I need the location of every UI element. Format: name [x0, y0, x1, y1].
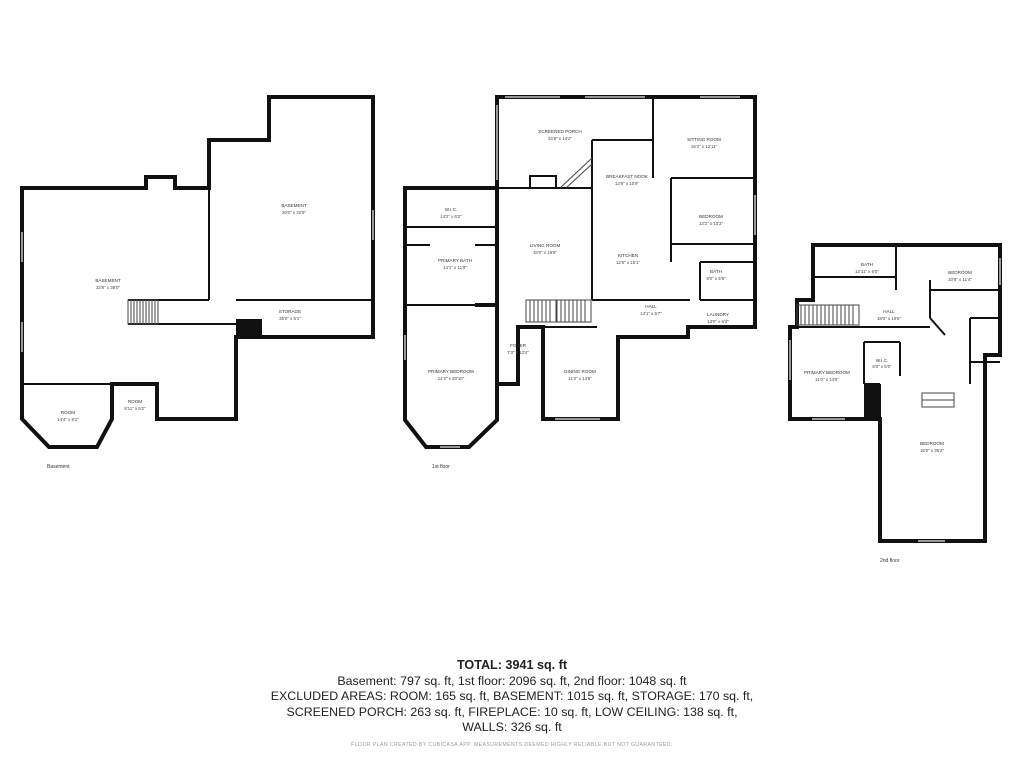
room-breakfast-nook: BREAKFAST NOOK [606, 174, 649, 179]
room-foyer-dim: 7'3" x 13'4" [507, 350, 529, 355]
room-primary-bath-dim: 14'1" x 11'9" [443, 265, 467, 270]
floor-areas: Basement: 797 sq. ft, 1st floor: 2096 sq… [337, 673, 687, 688]
room-bath-first-dim: 9'0" x 5'9" [706, 276, 726, 281]
first-floor-plan: SCREENED PORCH 24'8" x 14'2" SITTING ROO… [403, 95, 757, 470]
room-room-bay: ROOM [61, 410, 75, 415]
room-hall-first: HALL [645, 304, 657, 309]
room-wic-first: W.I.C. [445, 207, 458, 212]
floor-plan: BASEMENT 33'8" x 38'0" BASEMENT 26'0" x … [20, 95, 1002, 564]
room-hall-second: HALL [883, 309, 895, 314]
excluded-areas-line-2: SCREENED PORCH: 263 sq. ft, FIREPLACE: 1… [286, 704, 738, 719]
room-sitting-room-dim: 16'2" x 12'11" [691, 144, 718, 149]
excluded-areas-line-1: EXCLUDED AREAS: ROOM: 165 sq. ft, BASEME… [270, 689, 754, 703]
room-bath-second: BATH [861, 262, 873, 267]
room-bedroom-first-dim: 13'2" x 13'3" [699, 221, 724, 226]
room-room-small-dim: 6'11" x 5'2" [124, 406, 146, 411]
room-dining-room: DINING ROOM [564, 369, 596, 374]
room-bedroom-second-b: BEDROOM [920, 441, 944, 446]
room-basement-right-dim: 26'0" x 32'9" [282, 210, 307, 215]
disclaimer: FLOOR PLAN CREATED BY CUBICASA APP. MEAS… [351, 742, 673, 748]
excluded-areas-line-3: WALLS: 326 sq. ft [462, 720, 562, 734]
room-laundry-dim: 13'0" x 6'3" [707, 319, 729, 324]
second-floor-stairs [796, 304, 860, 326]
room-primary-bedroom-first: PRIMARY BEDROOM [428, 369, 474, 374]
room-basement-large: BASEMENT [95, 278, 120, 283]
room-living-room: LIVING ROOM [530, 243, 561, 248]
room-living-room-dim: 16'0" x 19'9" [533, 250, 558, 255]
first-floor-stairs [525, 157, 593, 323]
basement-stairs [127, 299, 159, 325]
room-sitting-room: SITTING ROOM [687, 137, 721, 142]
room-hall-second-dim: 18'0" x 10'6" [877, 316, 902, 321]
area-summary: TOTAL: 3941 sq. ft Basement: 797 sq. ft,… [0, 658, 1024, 736]
room-room-bay-dim: 14'4" x 9'1" [57, 417, 79, 422]
room-bath-second-dim: 12'11" x 6'0" [855, 269, 879, 274]
room-bedroom-second-a: BEDROOM [948, 270, 972, 275]
room-basement-right: BASEMENT [281, 203, 306, 208]
room-bedroom-first: BEDROOM [699, 214, 723, 219]
room-wic-second-dim: 6'0" x 6'0" [872, 364, 892, 369]
room-kitchen: KITCHEN [618, 253, 638, 258]
room-room-small: ROOM [128, 399, 142, 404]
room-bedroom-second-a-dim: 10'8" x 11'4" [948, 277, 972, 282]
room-primary-bedroom-first-dim: 14'2" x 20'10" [438, 376, 465, 381]
floor-label-first: 1st floor [432, 464, 450, 470]
room-kitchen-dim: 12'6" x 15'1" [616, 260, 641, 265]
room-primary-bedroom-second-dim: 11'0" x 14'5" [815, 377, 839, 382]
floor-label-basement: Basement [47, 464, 70, 470]
room-primary-bedroom-second: PRIMARY BEDROOM [804, 370, 850, 375]
basement-plan: BASEMENT 33'8" x 38'0" BASEMENT 26'0" x … [20, 95, 375, 470]
room-basement-large-dim: 33'8" x 38'0" [96, 285, 121, 290]
floor-label-second: 2nd floor [880, 558, 900, 564]
room-bath-first: BATH [710, 269, 722, 274]
room-dining-room-dim: 11'3" x 14'6" [568, 376, 592, 381]
total-area: TOTAL: 3941 sq. ft [456, 658, 568, 672]
room-wic-first-dim: 14'2" x 6'2" [440, 214, 462, 219]
room-breakfast-nook-dim: 12'9" x 10'9" [615, 181, 640, 186]
room-primary-bath: PRIMARY BATH [438, 258, 472, 263]
room-screened-porch: SCREENED PORCH [538, 129, 581, 134]
room-storage: STORAGE [279, 309, 301, 314]
basement-fireplace [236, 319, 262, 337]
room-storage-dim: 35'0" x 5'1" [279, 316, 301, 321]
room-hall-first-dim: 14'1" x 5'7" [640, 311, 662, 316]
room-laundry: LAUNDRY [707, 312, 729, 317]
second-floor-plan: BATH 12'11" x 6'0" BEDROOM 10'8" x 11'4"… [788, 243, 1002, 564]
room-screened-porch-dim: 24'8" x 14'2" [548, 136, 573, 141]
first-floor-fireplace [529, 175, 557, 189]
second-floor-chimney [864, 384, 880, 419]
room-bedroom-second-b-dim: 16'0" x 35'2" [920, 448, 945, 453]
room-wic-second: W.I.C. [876, 358, 889, 363]
room-foyer: FOYER [510, 343, 527, 348]
